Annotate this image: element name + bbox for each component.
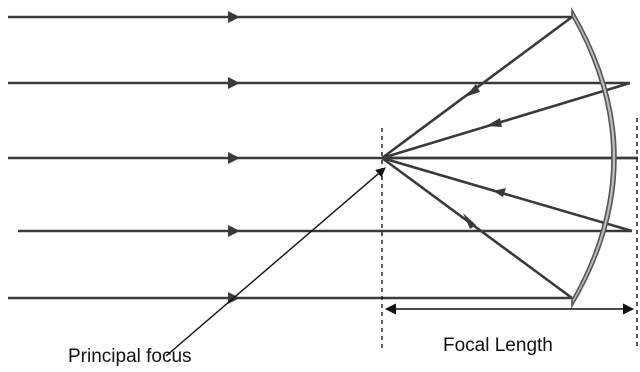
reflected-arrow-4: [493, 188, 506, 197]
incident-arrow-3: [228, 152, 240, 164]
reflected-arrowheads: [463, 84, 506, 229]
incident-rays: [8, 15, 638, 300]
principal-focus-label: Principal focus: [68, 346, 192, 367]
incident-arrowheads: [228, 11, 240, 304]
principal-focus-pointer: [165, 167, 386, 357]
concave-mirror: [571, 7, 617, 309]
reflected-ray-5: [381, 156, 573, 300]
reflected-ray-4: [381, 156, 633, 233]
reflected-arrow-2: [486, 118, 502, 127]
incident-arrow-1: [228, 11, 240, 23]
reflected-arrow-5: [463, 213, 476, 229]
incident-arrow-2: [228, 77, 240, 89]
focal-length-label: Focal Length: [443, 335, 553, 356]
reflected-ray-2: [381, 81, 631, 160]
incident-arrow-4: [228, 225, 240, 237]
reflected-arrow-1: [465, 84, 480, 97]
reflected-rays: [381, 15, 638, 300]
